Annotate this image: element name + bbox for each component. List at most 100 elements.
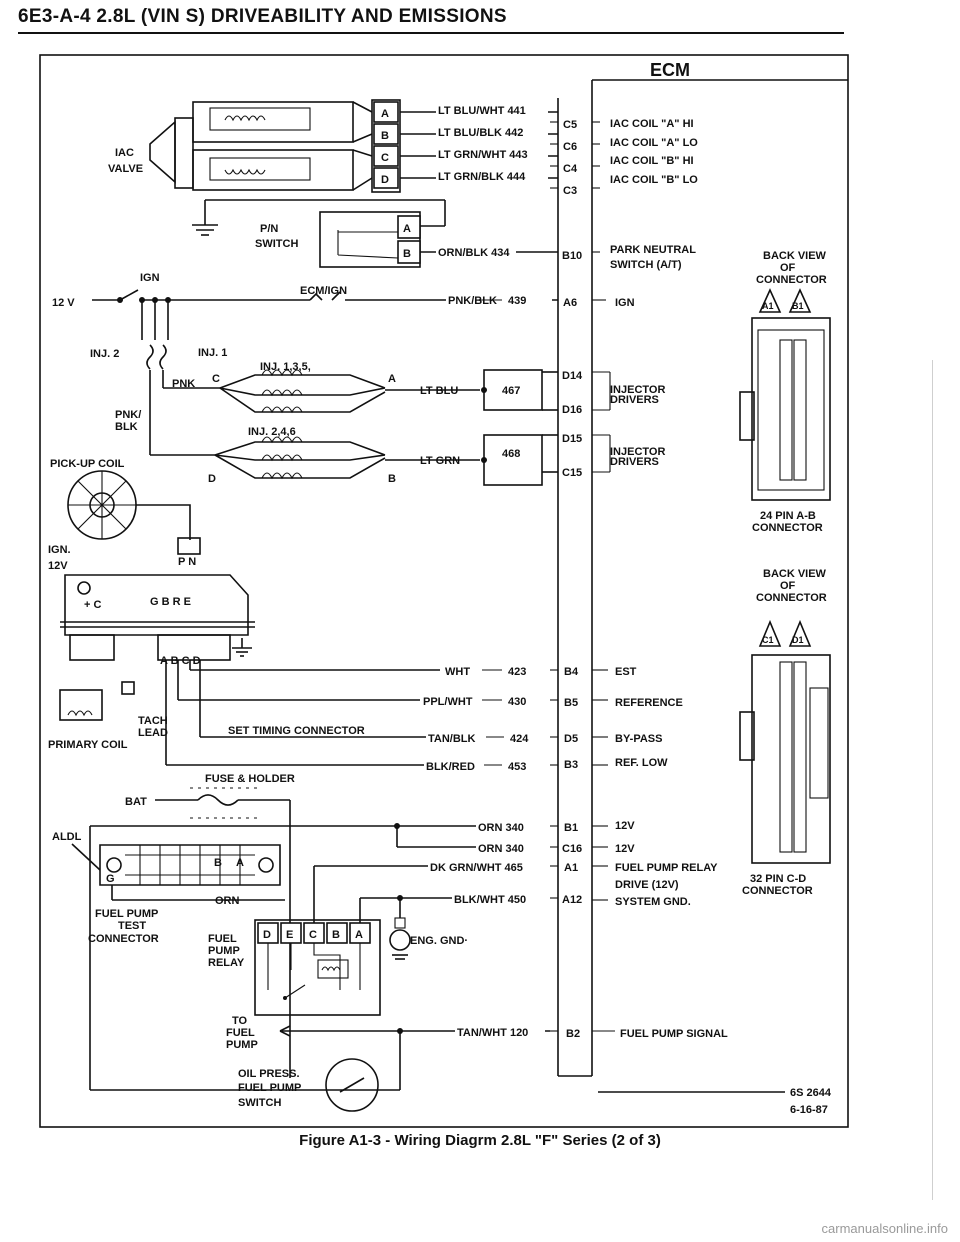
scan-artifact [932, 360, 933, 1200]
inj-d-label: D [208, 473, 216, 485]
wire-orn-340-2: ORN 340 [478, 843, 524, 855]
fn-injector-2b: DRIVERS [610, 456, 659, 468]
ign-12v-value: 12V [48, 560, 68, 572]
pin32-label-2: CONNECTOR [742, 885, 813, 897]
fn-drive: DRIVE (12V) [615, 879, 679, 891]
pn-pin-a: A [403, 223, 411, 235]
watermark: carmanualsonline.info [821, 1221, 948, 1236]
ecm-box: ECM [557, 60, 848, 1077]
orn-label: ORN [215, 895, 240, 907]
aldl-a: A [236, 857, 244, 869]
bat-label: BAT [125, 796, 147, 808]
ref-code: 6S 2644 [790, 1087, 832, 1099]
oil-press-2: FUEL PUMP [238, 1082, 301, 1094]
ecm-pin-b4: B4 [564, 666, 579, 678]
ignition-module: IGN. 12V P N + C G B R E A B C D TACH LE… [48, 470, 255, 751]
ecm-pin-d14: D14 [562, 370, 583, 382]
ref-date: 6-16-87 [790, 1104, 828, 1116]
ign-label: IGN [140, 272, 160, 284]
ecm-pin-d16: D16 [562, 404, 582, 416]
ecm-pin-b5: B5 [564, 697, 578, 709]
lt-grn-wire: LT GRN [420, 455, 460, 467]
circuit-467: 467 [502, 385, 520, 397]
diagram-frame [39, 54, 849, 1128]
iac-wire-443: LT GRN/WHT 443 [438, 149, 528, 161]
ecm-pin-d5: D5 [564, 733, 578, 745]
back-view-2: BACK VIEW [763, 568, 827, 580]
primary-coil [59, 689, 103, 721]
connector-2: CONNECTOR [756, 592, 827, 604]
relay-pin-d: D [263, 929, 271, 941]
to-fuel-pump-1: TO [232, 1015, 248, 1027]
pnk-blk-wire: PNK/BLK [448, 295, 497, 307]
ecm-pin-b1: B1 [564, 822, 578, 834]
aldl-connector: ALDL G B A ORN FUEL PUMP TEST CONNECTOR … [52, 825, 400, 1091]
fn-iac-b-hi: IAC COIL "B" HI [610, 155, 694, 167]
fp-test-2: TEST [118, 920, 146, 932]
circuit-424: 424 [510, 733, 529, 745]
pn-switch-label: SWITCH [255, 238, 298, 250]
ignition-power: 12 V IGN ECM/IGN PNK/BLK 439 [52, 272, 558, 340]
fn-system-gnd: SYSTEM GND. [615, 896, 691, 908]
wire-orn-340-1: ORN 340 [478, 822, 524, 834]
tach-lead-label: LEAD [138, 727, 168, 739]
iac-wires: LT BLU/WHT 441 LT BLU/BLK 442 LT GRN/WHT… [400, 102, 558, 183]
fn-12v-2: 12V [615, 843, 635, 855]
aldl-g: G [106, 873, 115, 885]
ecm-pin-a1: A1 [564, 862, 578, 874]
to-fuel-pump-2: FUEL [226, 1027, 255, 1039]
header-rule [18, 32, 844, 34]
pin24-label-1: 24 PIN A-B [760, 510, 816, 522]
oil-press-1: OIL PRESS. [238, 1068, 300, 1080]
oil-press-3: SWITCH [238, 1097, 281, 1109]
pn-switch: P/N SWITCH A B ORN/BLK 434 [192, 199, 558, 268]
fn-injector-1: INJECTOR [610, 384, 665, 396]
wire-tan-wht-120: TAN/WHT 120 [457, 1027, 528, 1039]
ecm-pin-c6: C6 [563, 141, 577, 153]
pickup-coil-label: PICK-UP COIL [50, 458, 125, 470]
inj-b-label: B [388, 473, 396, 485]
pn-wire: ORN/BLK 434 [438, 247, 510, 259]
to-fuel-pump-3: PUMP [226, 1039, 258, 1051]
ecm-pin-b10: B10 [562, 250, 582, 262]
ecm-ign-label: ECM/IGN [300, 285, 347, 297]
relay-pin-b: B [332, 929, 340, 941]
b1-label: B1 [792, 301, 804, 311]
wire-ppl-wht: PPL/WHT [423, 696, 473, 708]
fp-relay-2: PUMP [208, 945, 240, 957]
pn-module-label: P N [178, 556, 196, 568]
iac-label: IAC [115, 147, 134, 159]
pin24-label-2: CONNECTOR [752, 522, 823, 534]
iac-connector: A B C D [371, 99, 401, 193]
relay-pin-e: E [286, 929, 293, 941]
wire-blk-red: BLK/RED [426, 761, 475, 773]
circuit-430: 430 [508, 696, 526, 708]
set-timing-label: SET TIMING CONNECTOR [228, 725, 365, 737]
iac-pin-b: B [381, 130, 389, 142]
fn-park-neutral: PARK NEUTRAL [610, 244, 696, 256]
of-2: OF [780, 580, 796, 592]
connector-24pin [751, 317, 831, 501]
ign-12v-label: IGN. [48, 544, 71, 556]
fuel-pump-relay: D E C B A ENG. GND· [254, 865, 550, 1016]
back-view-1: BACK VIEW [763, 250, 827, 262]
of-1: OF [780, 262, 796, 274]
fn-iac-a-lo: IAC COIL "A" LO [610, 137, 698, 149]
fn-iac-a-hi: IAC COIL "A" HI [610, 118, 694, 130]
circuit-468: 468 [502, 448, 520, 460]
wire-tan-blk: TAN/BLK [428, 733, 476, 745]
v12-label: 12 V [52, 297, 75, 309]
fuse-label: FUSE & HOLDER [205, 773, 295, 785]
fp-relay-3: RELAY [208, 957, 245, 969]
ecm-pin-c15: C15 [562, 467, 582, 479]
connector-views: BACK VIEW OF CONNECTOR A1 B1 24 PIN A-B … [739, 250, 831, 897]
iac-wire-441: LT BLU/WHT 441 [438, 105, 526, 117]
bank2-label: INJ. 2,4,6 [248, 426, 296, 438]
tach-label: TACH [138, 715, 168, 727]
fn-fuel-relay: FUEL PUMP RELAY [615, 862, 718, 874]
iac-valve-label: VALVE [108, 163, 143, 175]
ecm-signal-wires: SET TIMING CONNECTOR WHT 423 PPL/WHT 430… [165, 660, 550, 773]
primary-coil-label: PRIMARY COIL [48, 739, 128, 751]
connector-1: CONNECTOR [756, 274, 827, 286]
fuel-wires: ORN 340 ORN 340 DK GRN/WHT 465 BLK/WHT 4… [226, 818, 550, 1112]
